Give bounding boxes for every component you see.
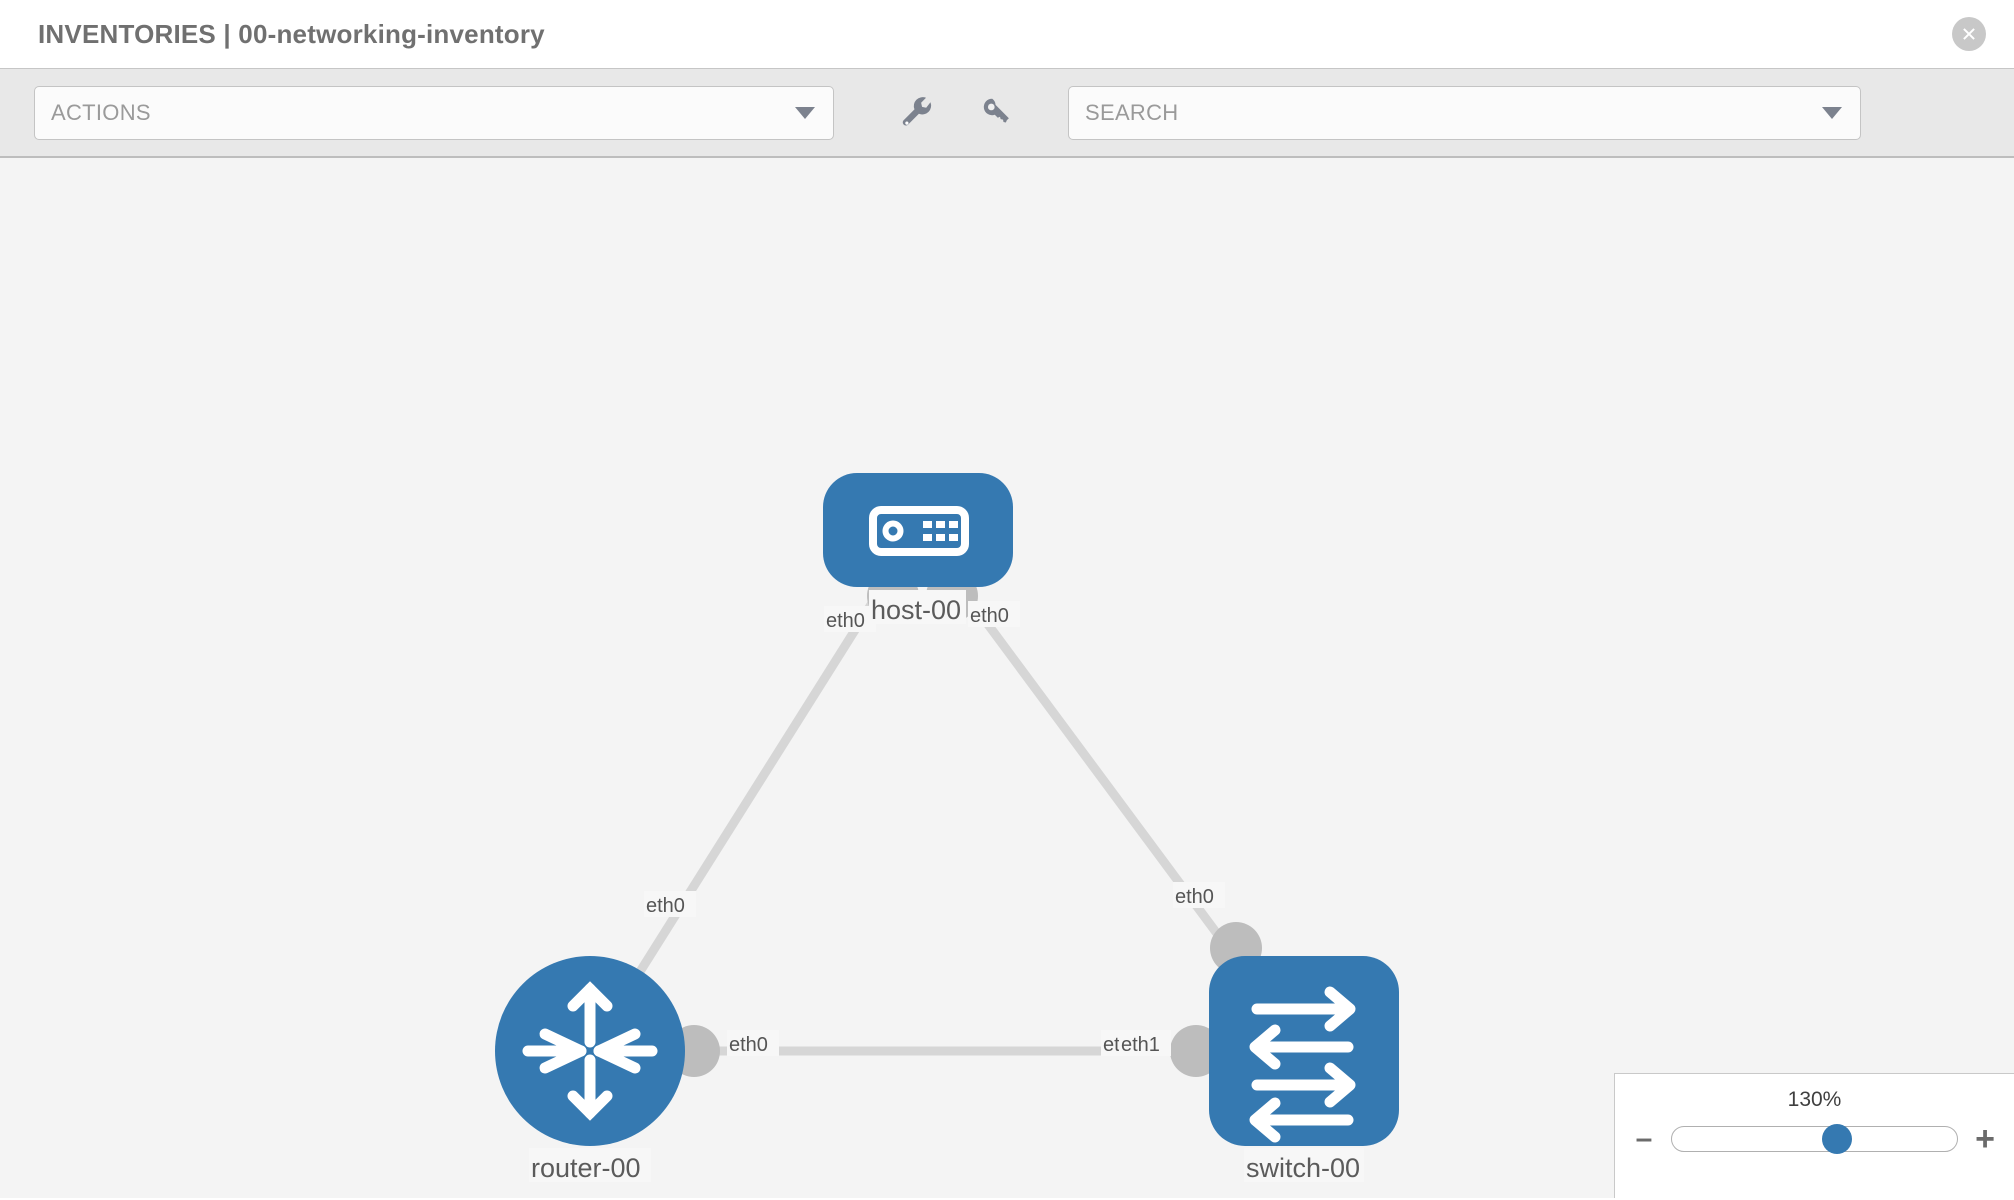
iface-label-switch-uplink: eth0 <box>1175 886 1214 908</box>
wrench-icon[interactable] <box>898 94 936 132</box>
search-input[interactable]: SEARCH <box>1085 99 1179 125</box>
page-title: INVENTORIES | 00-networking-inventory <box>38 18 545 49</box>
zoom-level-value: 130% <box>1787 1088 1842 1111</box>
node-switch-00[interactable] <box>1209 956 1399 1146</box>
bidirectional-arrows-icon <box>1249 986 1356 1143</box>
node-label-host-00: host-00 <box>871 595 961 625</box>
iface-label-switch-lateral: eth1 <box>1121 1034 1160 1056</box>
iface-label-host-left: eth0 <box>826 610 865 632</box>
key-icon[interactable] <box>978 94 1016 132</box>
zoom-in-button[interactable]: + <box>1975 1120 1995 1158</box>
iface-label-host-right: eth0 <box>970 605 1009 627</box>
zoom-out-button[interactable]: – <box>1635 1122 1653 1155</box>
server-rack-icon <box>869 506 969 556</box>
zoom-control-panel: 130% – + <box>1614 1073 2014 1198</box>
actions-dropdown-label: ACTIONS <box>51 99 151 125</box>
interface-nub-layer <box>668 570 1262 1077</box>
chevron-down-icon <box>1822 106 1842 119</box>
node-label-layer: host-00 router-00 switch-00 <box>529 590 1364 1183</box>
zoom-slider-track[interactable] <box>1671 1124 1958 1154</box>
node-router-00[interactable] <box>495 956 685 1146</box>
close-button[interactable] <box>1952 17 1986 51</box>
title-bar: INVENTORIES | 00-networking-inventory <box>0 0 2014 68</box>
four-arrows-inward-icon <box>522 981 658 1121</box>
node-label-switch-00: switch-00 <box>1246 1153 1360 1183</box>
search-dropdown[interactable]: SEARCH <box>1068 85 1861 140</box>
topology-diagram[interactable]: eth0 eth0 eth0 eth0 eth0 eth eth1 host-0… <box>0 158 2014 1198</box>
toolbar: ACTIONS SEARCH <box>0 68 2014 158</box>
zoom-slider-row: – + <box>1615 1122 2014 1156</box>
iface-label-router-lateral: eth0 <box>729 1034 768 1056</box>
toolbar-icon-group <box>898 94 1016 132</box>
iface-label-router-uplink: eth0 <box>646 895 685 917</box>
chevron-down-icon <box>795 106 815 119</box>
node-label-router-00: router-00 <box>531 1153 641 1183</box>
actions-dropdown[interactable]: ACTIONS <box>34 85 834 140</box>
topology-canvas[interactable]: eth0 eth0 eth0 eth0 eth0 eth eth1 host-0… <box>0 158 2014 1198</box>
node-host-00[interactable] <box>823 473 1013 587</box>
close-icon <box>1963 28 1975 40</box>
interface-label-layer: eth0 eth0 eth0 eth0 eth0 eth eth1 <box>644 601 1225 1056</box>
zoom-slider-thumb[interactable] <box>1822 1124 1853 1154</box>
